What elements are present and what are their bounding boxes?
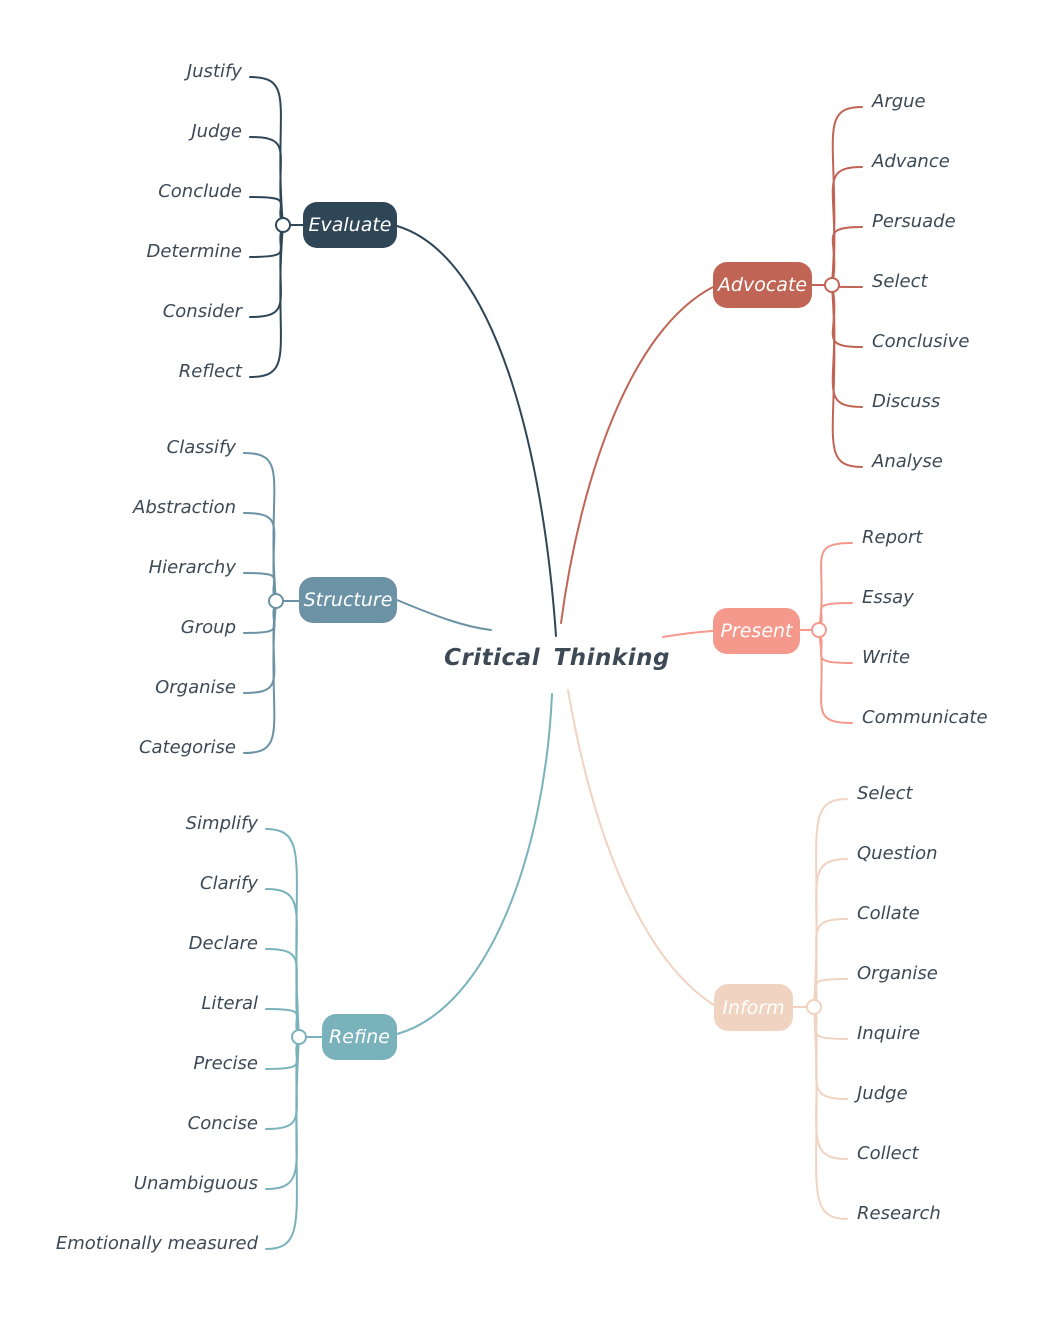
node-inform[interactable]: Inform (714, 984, 793, 1031)
child-label-argue[interactable]: Argue (872, 91, 926, 112)
child-curve-research (813, 1006, 848, 1220)
branch-structure-main-curve (396, 599, 492, 631)
node-advocate[interactable]: Advocate (713, 262, 812, 308)
child-label-collect[interactable]: Collect (857, 1143, 919, 1164)
child-label-literal[interactable]: Literal (201, 993, 258, 1014)
child-label-hierarchy[interactable]: Hierarchy (148, 557, 236, 578)
root-topic[interactable]: Critical Thinking (444, 645, 670, 671)
child-label-clarify[interactable]: Clarify (200, 873, 258, 894)
child-curve-collect (813, 1006, 848, 1160)
child-label-concise[interactable]: Concise (187, 1113, 258, 1134)
child-label-conclusive[interactable]: Conclusive (872, 331, 970, 352)
branch-evaluate-main-curve (396, 225, 557, 637)
child-label-advance[interactable]: Advance (872, 151, 950, 172)
child-curve-reflect (249, 224, 284, 378)
child-label-write[interactable]: Write (862, 647, 911, 668)
node-evaluate[interactable]: Evaluate (303, 202, 397, 248)
node-present[interactable]: Present (713, 608, 800, 654)
child-curve-report (818, 542, 853, 631)
child-label-persuade[interactable]: Persuade (872, 211, 956, 232)
branch-inform-main-curve (567, 689, 715, 1006)
child-label-classify[interactable]: Classify (166, 437, 236, 458)
child-curve-emotionally-measured (265, 1036, 300, 1250)
child-label-abstraction[interactable]: Abstraction (133, 497, 236, 518)
branch-advocate-main-curve (560, 286, 714, 624)
child-curve-judge (249, 136, 284, 226)
child-label-emotionally-measured[interactable]: Emotionally measured (55, 1233, 258, 1254)
child-curve-select2 (813, 798, 848, 1008)
branch-present-collapse-handle[interactable] (811, 622, 827, 638)
child-label-analyse[interactable]: Analyse (872, 451, 943, 472)
child-label-essay[interactable]: Essay (862, 587, 914, 608)
branch-refine-main-curve (396, 693, 553, 1035)
child-label-reflect[interactable]: Reflect (178, 361, 242, 382)
branch-structure-collapse-handle[interactable] (268, 593, 284, 609)
child-label-conclude[interactable]: Conclude (158, 181, 242, 202)
child-label-communicate[interactable]: Communicate (862, 707, 988, 728)
branch-present-main-curve (662, 630, 714, 638)
child-label-group[interactable]: Group (180, 617, 236, 638)
child-curve-argue (831, 106, 863, 286)
child-label-categorise[interactable]: Categorise (138, 737, 236, 758)
child-curve-categorise (243, 600, 277, 754)
child-curve-clarify (265, 888, 300, 1038)
child-label-simplify[interactable]: Simplify (185, 813, 258, 834)
child-label-judge-2[interactable]: Judge (857, 1083, 908, 1104)
branch-inform-collapse-handle[interactable] (806, 999, 822, 1015)
child-label-consider[interactable]: Consider (162, 301, 242, 322)
child-curve-persuade (831, 226, 863, 286)
child-label-precise[interactable]: Precise (193, 1053, 258, 1074)
child-label-report[interactable]: Report (862, 527, 923, 548)
child-curve-classify (243, 452, 277, 602)
child-label-discuss[interactable]: Discuss (872, 391, 941, 412)
child-curve-simplify (265, 828, 300, 1038)
branch-advocate-collapse-handle[interactable] (824, 277, 840, 293)
child-curve-communicate (818, 629, 853, 724)
child-curve-unambiguous (265, 1036, 300, 1190)
child-curve-concise (265, 1036, 300, 1130)
child-label-organise[interactable]: Organise (155, 677, 236, 698)
child-label-declare[interactable]: Declare (188, 933, 258, 954)
child-curve-consider (249, 224, 284, 318)
node-refine[interactable]: Refine (322, 1014, 397, 1060)
branch-evaluate-collapse-handle[interactable] (275, 217, 291, 233)
child-label-collate[interactable]: Collate (857, 903, 920, 924)
child-label-question[interactable]: Question (857, 843, 938, 864)
child-label-justify[interactable]: Justify (186, 61, 242, 82)
child-label-judge[interactable]: Judge (191, 121, 242, 142)
child-curve-justify (249, 76, 284, 226)
child-curve-declare (265, 948, 300, 1038)
child-label-select-2[interactable]: Select (857, 783, 913, 804)
child-curve-organise (243, 600, 277, 694)
child-curve-analyse (831, 284, 863, 468)
child-label-inquire[interactable]: Inquire (857, 1023, 921, 1044)
child-curve-advance (831, 166, 863, 286)
child-label-determine[interactable]: Determine (146, 241, 242, 262)
child-label-select[interactable]: Select (872, 271, 928, 292)
child-curve-judge2 (813, 1006, 848, 1100)
node-structure[interactable]: Structure (299, 577, 397, 623)
child-curve-conclusive (831, 284, 863, 348)
child-curve-collate (813, 918, 848, 1008)
branch-refine-collapse-handle[interactable] (291, 1029, 307, 1045)
child-curve-abstraction (243, 512, 277, 602)
child-label-unambiguous[interactable]: Unambiguous (133, 1173, 258, 1194)
child-curve-question (813, 858, 848, 1008)
child-label-research[interactable]: Research (857, 1203, 941, 1224)
child-label-organise-2[interactable]: Organise (857, 963, 938, 984)
